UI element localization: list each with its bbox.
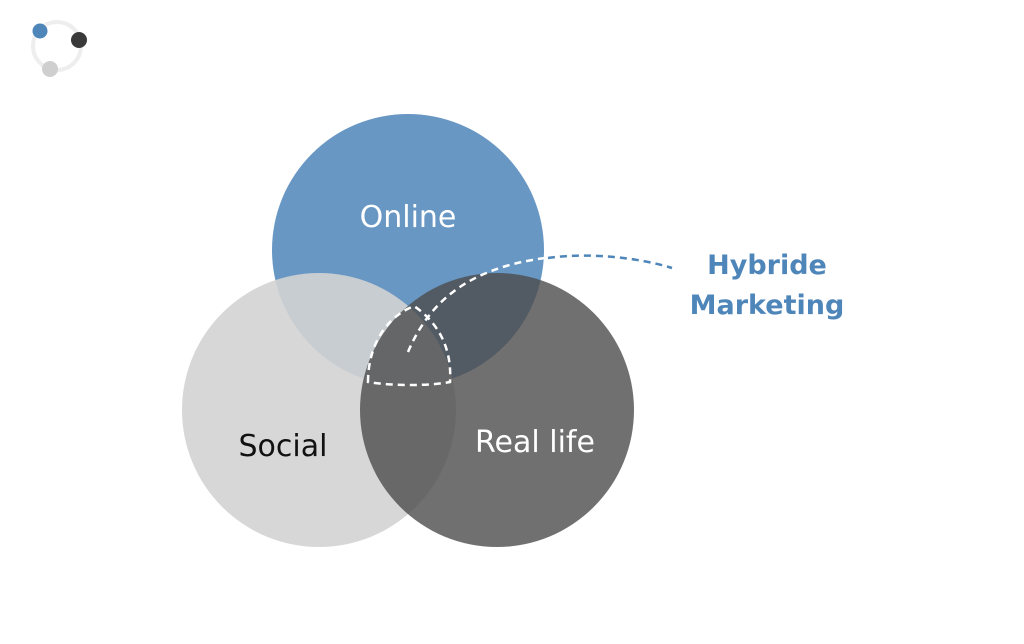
logo-dot-blue [32,23,48,39]
real-life-circle [360,273,634,547]
hybrid-region-outline [366,256,546,387]
hybrid-marketing-label: Hybride Marketing [672,246,862,326]
logo-icon [31,20,87,77]
hybrid-label-line2: Marketing [689,290,845,321]
online-label: Online [360,200,457,235]
hybrid-label-line1: Hybride [707,250,827,281]
logo-dot-light [42,61,58,77]
callout-leader-line [547,254,673,270]
social-label: Social [239,429,328,464]
logo-dot-dark [71,32,87,48]
real-life-label: Real life [475,425,595,460]
